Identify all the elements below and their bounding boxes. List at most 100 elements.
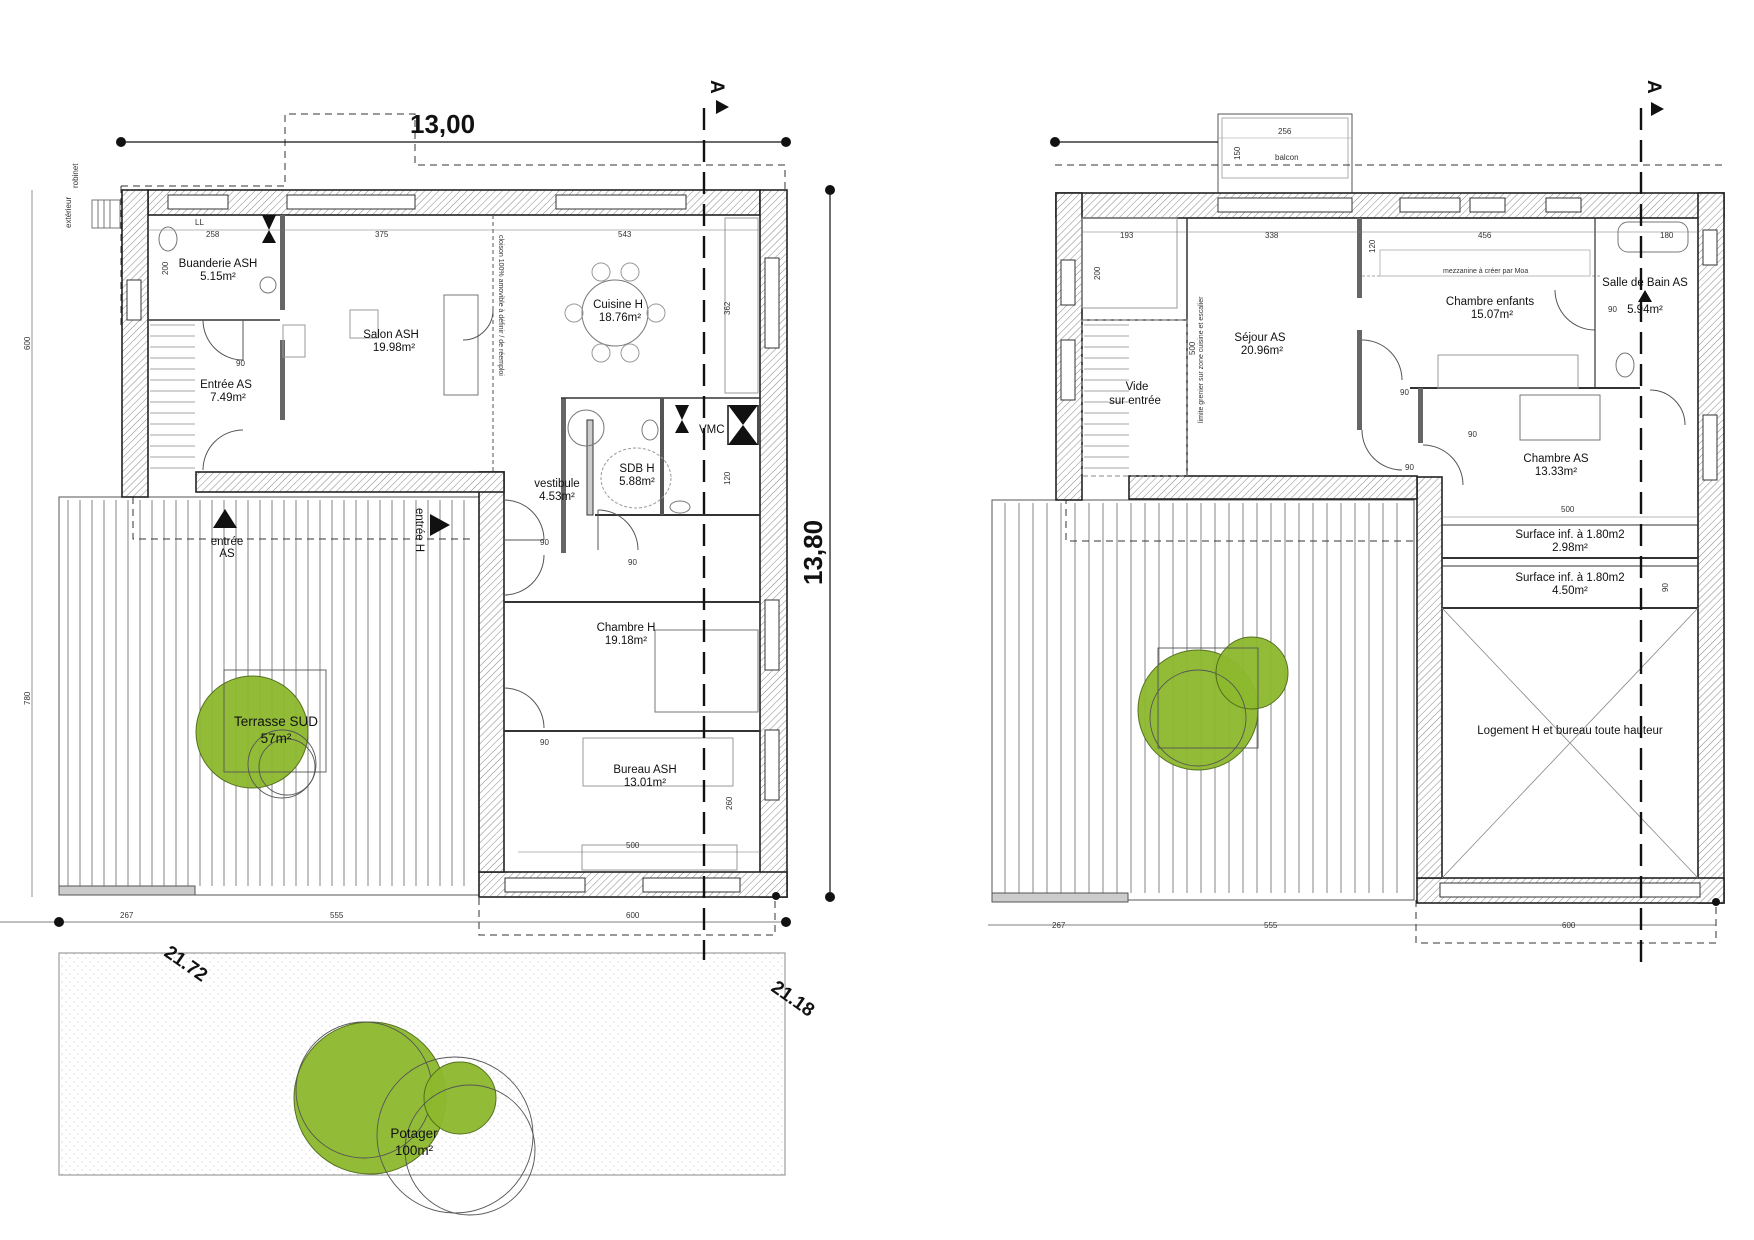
upper-misc-labels: balcon Vide sur entrée mezzanine à créer… (1109, 153, 1663, 737)
upper-wall-lower (1128, 475, 1418, 500)
room-chambre-h-name: Chambre H (597, 622, 656, 634)
ground-room-labels: Buanderie ASH 5.15m² Salon ASH 19.98m² C… (179, 258, 677, 1158)
room-chambre-enfants-name: Chambre enfants (1446, 296, 1534, 308)
room-entree-area: 7.49m² (210, 392, 246, 404)
room-surface2-name: Surface inf. à 1.80m2 (1515, 572, 1624, 584)
room-potager-name: Potager (390, 1126, 438, 1141)
interior-partitions (148, 215, 760, 732)
void-label-2: sur entrée (1109, 395, 1161, 407)
section-marker-upper: A (1643, 80, 1664, 94)
ground-furniture (158, 217, 759, 871)
overall-width: 13,00 (410, 109, 475, 139)
laundry-ll-label: LL (195, 218, 204, 227)
upper-tree-icon (1137, 636, 1289, 771)
vmc-label: VMC (699, 424, 725, 436)
attic-limit-note: limite grenier sur zone cuisine et escal… (1198, 296, 1205, 423)
room-bureau-area: 13.01m² (624, 777, 666, 789)
updim-256: 256 (1278, 127, 1292, 136)
room-salle-bain-area: 5.94m² (1627, 304, 1663, 316)
dim-600b: 600 (626, 911, 640, 920)
upper-furniture (1081, 217, 1689, 441)
updim-500: 500 (1561, 505, 1575, 514)
section-arrow-a-ground-icon (716, 100, 729, 114)
room-buanderie-name: Buanderie ASH (179, 258, 258, 270)
updim-600: 600 (1562, 921, 1576, 930)
wall-left (121, 189, 149, 498)
upper-dimension-texts: 256 150 193 338 456 180 200 500 120 500 … (1052, 127, 1674, 930)
upper-wall-mid (1416, 476, 1443, 879)
room-chambre-as-name: Chambre AS (1523, 453, 1589, 465)
dim-500: 500 (626, 841, 640, 850)
room-sdb-name: SDB H (619, 463, 654, 475)
void-label-1: Vide (1126, 381, 1149, 393)
outdoor-tap-label-1: robinet (71, 163, 80, 188)
room-salon-name: Salon ASH (363, 329, 419, 341)
dim-267: 267 (120, 911, 134, 920)
room-sdb-area: 5.88m² (619, 476, 655, 488)
updim-90a: 90 (1400, 388, 1409, 397)
upper-stairs (1084, 324, 1129, 469)
entrance-h-label: entrée H (413, 508, 425, 552)
dim-90b: 90 (540, 538, 549, 547)
upper-lower-overhang (1065, 497, 1418, 542)
updim-90c: 90 (1405, 463, 1414, 472)
dim-555: 555 (330, 911, 344, 920)
dim-543: 543 (618, 230, 632, 239)
updim-193: 193 (1120, 231, 1134, 240)
potager-tree-icon (293, 1021, 536, 1216)
full-height-note: Logement H et bureau toute hauteur (1477, 725, 1663, 737)
room-sejour-area: 20.96m² (1241, 345, 1283, 357)
upper-wall-right (1697, 192, 1725, 904)
entrance-as-label-2: AS (219, 548, 235, 560)
room-buanderie-area: 5.15m² (200, 271, 236, 283)
room-terrasse-name: Terrasse SUD (234, 714, 318, 729)
terrace-tree-icon (195, 669, 327, 799)
dim-260: 260 (725, 796, 734, 810)
updim-90: 90 (1661, 583, 1670, 592)
room-cuisine-name: Cuisine H (593, 299, 643, 311)
dim-600: 600 (23, 336, 32, 350)
outdoor-tap-label-2: extérieur (64, 197, 73, 228)
updim-180: 180 (1660, 231, 1674, 240)
void-over-entry (1081, 319, 1188, 477)
dim-375: 375 (375, 230, 389, 239)
overall-depth: 13,80 (798, 520, 828, 585)
upper-bottom-overhang (1415, 900, 1717, 944)
upper-doors (1361, 289, 1686, 486)
updim-338: 338 (1265, 231, 1279, 240)
room-surface1-name: Surface inf. à 1.80m2 (1515, 529, 1624, 541)
room-potager-area: 100m² (395, 1143, 434, 1158)
updim-90b: 90 (1468, 430, 1477, 439)
updim-267: 267 (1052, 921, 1066, 930)
upper-wall-top (1055, 192, 1725, 219)
ground-doors (202, 309, 639, 729)
room-surface1-area: 2.98m² (1552, 542, 1588, 554)
upper-windows (1060, 197, 1718, 898)
updim-456: 456 (1478, 231, 1492, 240)
wall-terrace-top (195, 471, 505, 493)
dim-780: 780 (23, 691, 32, 705)
room-sejour-name: Séjour AS (1234, 332, 1285, 344)
entrance-canopy-outline (132, 497, 471, 540)
dim-90a: 90 (236, 359, 245, 368)
upper-floor-plan (988, 102, 1725, 962)
upper-partitions (1082, 218, 1699, 879)
dim-90c: 90 (540, 738, 549, 747)
vmc-symbol (262, 215, 759, 445)
updim-150: 150 (1233, 146, 1242, 160)
wall-mid-left (478, 471, 505, 873)
updim-120: 120 (1368, 239, 1377, 253)
updim-500v: 500 (1188, 341, 1197, 355)
room-terrasse-area: 57m² (261, 731, 292, 746)
room-chambre-enfants-area: 15.07m² (1471, 309, 1513, 321)
dim-258: 258 (206, 230, 220, 239)
mezzanine-note: mezzanine à créer par Moa (1443, 268, 1528, 275)
terrasse-edge (58, 885, 196, 896)
dim-200: 200 (161, 261, 170, 275)
ground-dimension-lines (0, 137, 835, 927)
entrance-as-label-1: entrée (211, 536, 244, 548)
room-bureau-name: Bureau ASH (613, 764, 676, 776)
roof-overhang-outline (121, 113, 786, 197)
room-salle-bain-name: Salle de Bain AS (1602, 277, 1688, 289)
entrance-arrow-h-icon (430, 514, 450, 536)
